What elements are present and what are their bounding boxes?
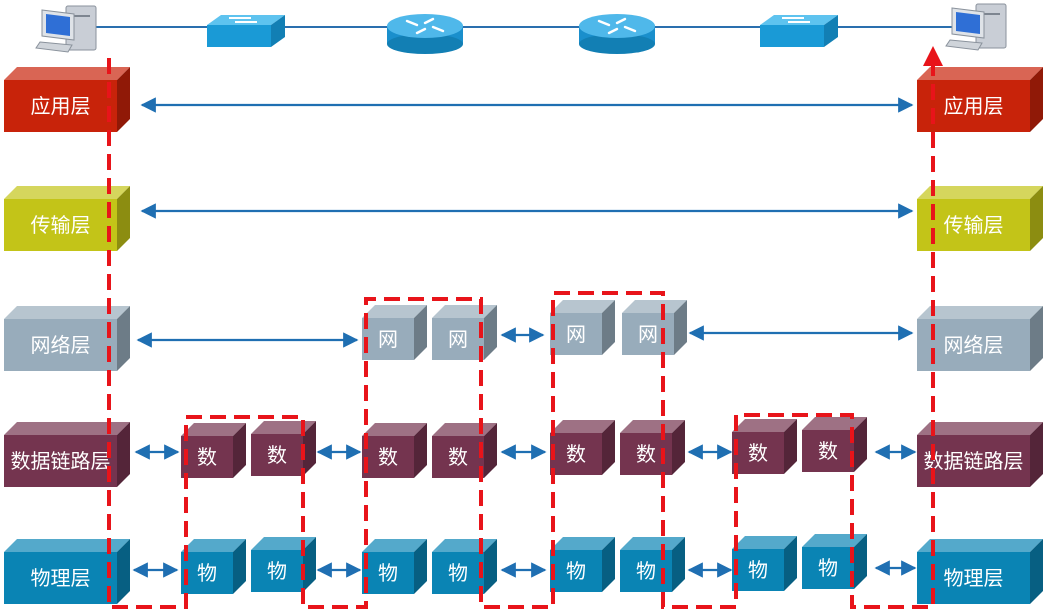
physical-block-label: 物: [197, 561, 217, 585]
network-block: 网: [622, 300, 687, 355]
left-physical-layer: 物理层: [4, 539, 130, 604]
datalink-block: 数: [181, 423, 246, 478]
network-block-label: 网: [638, 322, 658, 346]
physical-block: 物: [732, 536, 797, 591]
right-physical-layer: 物理层: [917, 539, 1043, 604]
router-icon: [387, 14, 463, 54]
right-network-layer: 网络层: [917, 306, 1043, 371]
router-icon: [579, 14, 655, 54]
left-transport-layer-label: 传输层: [31, 213, 91, 237]
physical-block-label: 物: [448, 561, 468, 585]
datalink-block-label: 数: [636, 442, 656, 466]
datalink-block-label: 数: [378, 445, 398, 469]
physical-block: 物: [802, 534, 867, 589]
right-application-layer: 应用层: [917, 67, 1043, 132]
network-block-label: 网: [378, 327, 398, 351]
right-physical-layer-label: 物理层: [944, 566, 1004, 590]
physical-block: 物: [181, 539, 246, 594]
right-datalink-layer-label: 数据链路层: [924, 449, 1024, 473]
physical-block-label: 物: [566, 559, 586, 583]
right-application-layer-label: 应用层: [944, 94, 1004, 118]
physical-block: 物: [362, 539, 427, 594]
physical-block-label: 物: [818, 556, 838, 580]
data-path-line: [107, 46, 943, 609]
left-application-layer-label: 应用层: [31, 94, 91, 118]
left-datalink-layer-label: 数据链路层: [11, 449, 111, 473]
datalink-block: 数: [620, 420, 685, 475]
network-block-label: 网: [566, 322, 586, 346]
left-transport-layer: 传输层: [4, 186, 130, 251]
datalink-block: 数: [802, 417, 867, 472]
physical-block-label: 物: [636, 559, 656, 583]
right-transport-layer: 传输层: [917, 186, 1043, 251]
datalink-block-label: 数: [566, 442, 586, 466]
datalink-block: 数: [362, 423, 427, 478]
physical-block: 物: [251, 537, 316, 592]
switch-icon: [207, 15, 285, 47]
datalink-block-label: 数: [448, 445, 468, 469]
physical-block: 物: [550, 537, 615, 592]
physical-block: 物: [620, 537, 685, 592]
right-transport-layer-label: 传输层: [944, 213, 1004, 237]
physical-block: 物: [432, 539, 497, 594]
physical-block-label: 物: [378, 561, 398, 585]
left-network-layer: 网络层: [4, 306, 130, 371]
left-application-layer: 应用层: [4, 67, 130, 132]
network-block-label: 网: [448, 327, 468, 351]
datalink-block: 数: [251, 421, 316, 476]
network-block: 网: [550, 300, 615, 355]
datalink-block-label: 数: [197, 445, 217, 469]
right-network-layer-label: 网络层: [944, 333, 1004, 357]
network-block: 网: [362, 305, 427, 360]
left-network-layer-label: 网络层: [31, 333, 91, 357]
computer-icon: [945, 3, 1007, 51]
datalink-block: 数: [732, 419, 797, 474]
physical-block-label: 物: [748, 558, 768, 582]
datalink-block-label: 数: [818, 439, 838, 463]
network-block: 网: [432, 305, 497, 360]
datalink-block: 数: [432, 423, 497, 478]
switch-icon: [760, 15, 838, 47]
right-datalink-layer: 数据链路层: [917, 422, 1043, 487]
datalink-block: 数: [550, 420, 615, 475]
physical-block-label: 物: [267, 559, 287, 583]
datalink-block-label: 数: [267, 443, 287, 467]
left-physical-layer-label: 物理层: [31, 566, 91, 590]
computer-icon: [35, 5, 97, 53]
datalink-block-label: 数: [748, 441, 768, 465]
left-datalink-layer: 数据链路层: [4, 422, 130, 487]
